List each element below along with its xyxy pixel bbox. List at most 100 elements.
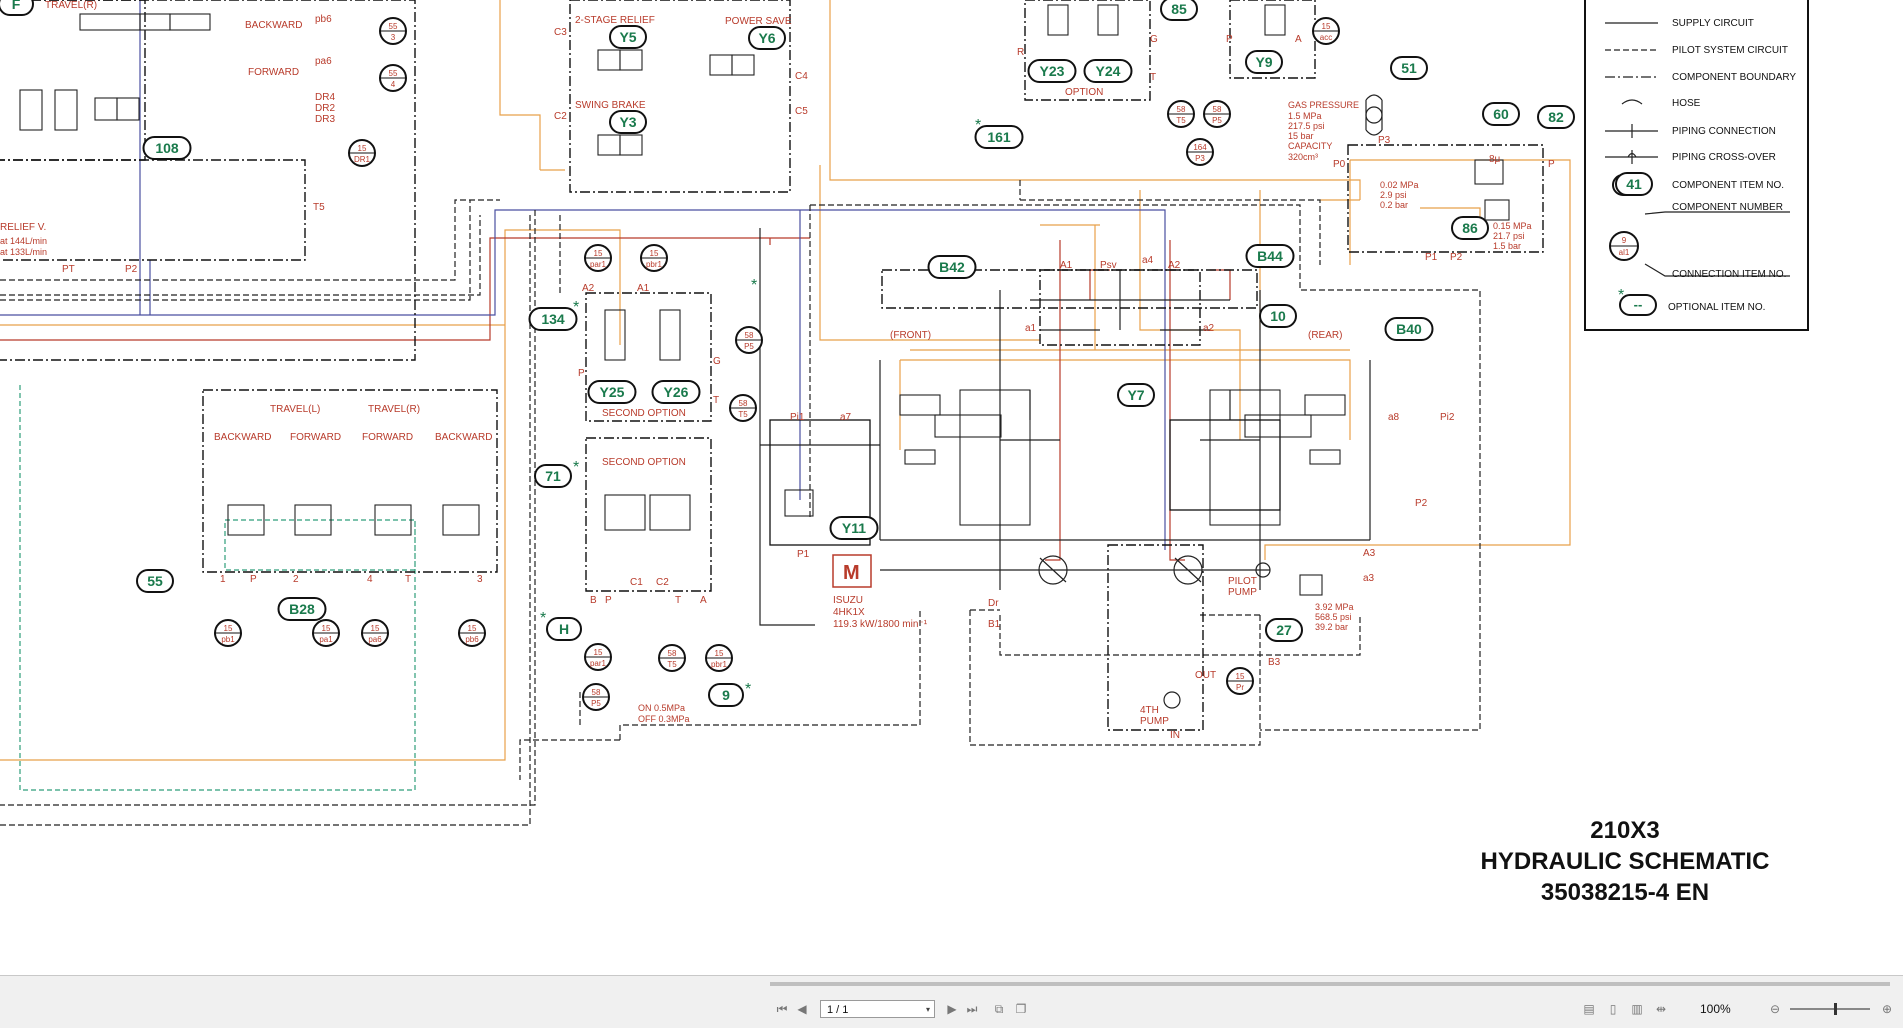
label-swing-brake: SWING BRAKE (575, 100, 646, 111)
label-c2: C2 (554, 111, 567, 122)
component-badge-y25: Y25 (589, 381, 636, 403)
label-pilot: PILOT (1228, 576, 1257, 587)
label-capacity-value: 320cm³ (1288, 152, 1318, 162)
connection-15-par1: 15par1 (585, 245, 611, 271)
label-engine: ISUZU (833, 595, 863, 606)
svg-text:108: 108 (155, 140, 179, 156)
svg-text:--: -- (1634, 297, 1643, 312)
zoom-level[interactable]: 100% (1700, 1000, 1760, 1018)
label-travel-l: TRAVEL(L) (270, 404, 320, 415)
svg-text:85: 85 (1171, 1, 1187, 17)
svg-text:Y26: Y26 (664, 384, 689, 400)
optional-star-b28: * (745, 681, 751, 698)
svg-text:55: 55 (147, 573, 163, 589)
component-badge-f: F (0, 0, 33, 15)
svg-text:pbr1: pbr1 (646, 260, 663, 269)
last-page-icon[interactable]: ⏭ (963, 1000, 981, 1018)
connection-15-pb6: 15pb6 (459, 620, 485, 646)
legend-supply-circuit: SUPPLY CIRCUIT (1672, 18, 1754, 29)
prev-page-icon[interactable]: ◀ (793, 1000, 811, 1018)
svg-text:al1: al1 (1619, 248, 1630, 257)
label-c3: C3 (554, 27, 567, 38)
svg-text:P5: P5 (1212, 116, 1222, 125)
rotate-icon[interactable]: ⧉ (990, 1000, 1008, 1018)
label-a-option: A (1295, 34, 1302, 45)
component-badge-y23: Y23 (1029, 60, 1076, 82)
svg-text:15: 15 (650, 249, 659, 258)
label-t: T (713, 395, 719, 406)
svg-text:58: 58 (1213, 105, 1222, 114)
component-badge-y9: Y9 (1246, 51, 1282, 73)
component-badge-10: 10 (1260, 305, 1296, 327)
component-badge-71: 71 (535, 465, 571, 487)
svg-text:164: 164 (1193, 143, 1207, 152)
horizontal-scrollbar[interactable] (0, 977, 1903, 991)
component-badge-55: 55 (137, 570, 173, 592)
component-badge-60: 60 (1483, 103, 1519, 125)
connection-58-p5: 58P5 (736, 327, 762, 353)
optional-star-71: * (573, 459, 579, 476)
svg-text:15: 15 (1322, 22, 1331, 31)
connection-55-3: 553 (380, 18, 406, 44)
legend-connection-item-no: CONNECTION ITEM NO. (1672, 269, 1786, 280)
label-pi2: Pi2 (1440, 412, 1455, 423)
svg-text:B42: B42 (939, 259, 965, 275)
svg-text:41: 41 (1626, 176, 1642, 192)
label-forward-l: FORWARD (290, 432, 341, 443)
svg-text:pb6: pb6 (465, 635, 479, 644)
svg-text:55: 55 (389, 69, 398, 78)
two-page-icon[interactable]: ▥ (1628, 1000, 1646, 1018)
label-a1: a1 (1025, 323, 1037, 334)
svg-text:9: 9 (722, 687, 730, 703)
legend-piping-crossover: PIPING CROSS-OVER (1672, 152, 1776, 163)
next-page-icon[interactable]: ▶ (943, 1000, 961, 1018)
svg-text:161: 161 (987, 129, 1011, 145)
label-b3: B3 (1268, 657, 1281, 668)
label-a4: a4 (1142, 255, 1154, 266)
svg-text:Y25: Y25 (600, 384, 625, 400)
scroll-thumb[interactable] (770, 982, 1890, 986)
label-r: R (1017, 47, 1024, 58)
connection-15-pa6: 15pa6 (362, 620, 388, 646)
label-a8: a8 (1388, 412, 1400, 423)
page-number-input[interactable]: 1 / 1▾ (820, 1000, 935, 1018)
label-2-stage-relief: 2-STAGE RELIEF (575, 15, 655, 26)
label-dr3: DR3 (315, 114, 335, 125)
single-page-icon[interactable]: ▤ (1580, 1000, 1598, 1018)
label-p1: P1 (797, 549, 810, 560)
zoom-out-icon[interactable]: ⊖ (1766, 1000, 1784, 1018)
label-motor: M (843, 562, 860, 584)
component-badge-82: 82 (1538, 106, 1574, 128)
svg-text:Y5: Y5 (619, 29, 636, 45)
label-c4: C4 (795, 71, 808, 82)
connection-15-pr: 15Pr (1227, 668, 1253, 694)
schematic-title: HYDRAULIC SCHEMATIC (1420, 846, 1830, 877)
svg-text:134: 134 (541, 311, 565, 327)
label-p-option: P (1226, 34, 1233, 45)
label-dr2: DR2 (315, 103, 335, 114)
label-dr: Dr (988, 598, 999, 609)
connection-58-t5: 58T5 (1168, 101, 1194, 127)
label-off: OFF 0.3MPa (638, 714, 690, 724)
svg-text:B28: B28 (289, 601, 315, 617)
svg-text:Y7: Y7 (1127, 387, 1144, 403)
label-relief-2: at 133L/min (0, 247, 47, 257)
continuous-icon[interactable]: ▯ (1604, 1000, 1622, 1018)
zoom-slider-knob[interactable] (1834, 1003, 1837, 1015)
label-front: (FRONT) (890, 330, 931, 341)
fit-icon[interactable]: ⇹ (1652, 1000, 1670, 1018)
label-port-2: 2 (293, 574, 299, 585)
label-port-b: B (590, 595, 597, 606)
label-t5: T5 (313, 202, 325, 213)
pages-icon[interactable]: ❐ (1012, 1000, 1030, 1018)
document-number: 35038215-4 EN (1420, 877, 1830, 908)
zoom-slider[interactable] (1790, 1008, 1870, 1010)
first-page-icon[interactable]: ⏮ (773, 1000, 791, 1018)
legend-sample-connection: 9 al1 (1610, 232, 1638, 260)
label-a2: a2 (1203, 323, 1215, 334)
zoom-in-icon[interactable]: ⊕ (1878, 1000, 1896, 1018)
component-badge-86: 86 (1452, 217, 1488, 239)
connection-15-acc: 15acc (1313, 18, 1339, 44)
label-A3: A3 (1363, 548, 1376, 559)
svg-text:15: 15 (715, 649, 724, 658)
